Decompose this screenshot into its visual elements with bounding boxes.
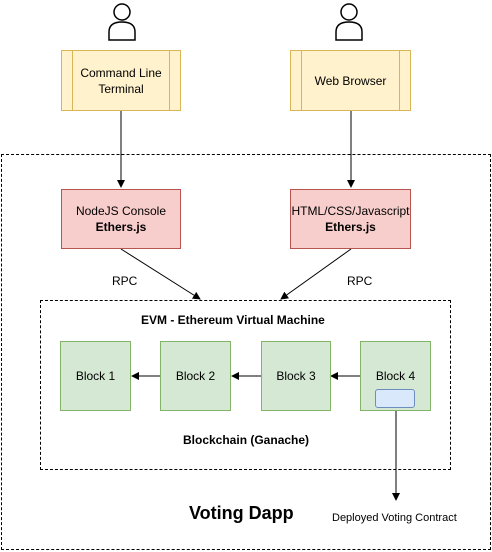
web-ethers-label: Ethers.js — [325, 220, 376, 234]
evm-title: EVM - Ethereum Virtual Machine — [141, 313, 325, 327]
block-2: Block 2 — [160, 341, 231, 411]
user-icon — [108, 3, 136, 41]
web-browser-label: Web Browser — [314, 73, 387, 88]
nodejs-console-label: NodeJS Console — [75, 204, 167, 218]
rpc-left-label: RPC — [112, 274, 138, 288]
command-line-terminal-box: Command Line Terminal — [61, 50, 181, 111]
dapp-title: Voting Dapp — [189, 503, 294, 523]
blockchain-caption: Blockchain (Ganache) — [183, 433, 310, 447]
html-css-javascript-box: HTML/CSS/Javascript Ethers.js — [290, 189, 411, 249]
deployed-contract-label: Deployed Voting Contract — [332, 512, 457, 524]
block-3: Block 3 — [261, 341, 331, 411]
user-icon — [335, 3, 363, 41]
dapp-boundary — [1, 154, 491, 550]
html-css-javascript-label: HTML/CSS/Javascript — [291, 204, 410, 218]
block-1: Block 1 — [60, 341, 131, 411]
command-line-terminal-label: Command Line Terminal — [80, 65, 162, 96]
rpc-right-label: RPC — [347, 274, 373, 288]
block-1-label: Block 1 — [75, 369, 116, 383]
web-to-evm-arrow — [280, 248, 352, 300]
nodejs-ethers-label: Ethers.js — [95, 220, 147, 234]
block-2-label: Block 2 — [175, 369, 216, 383]
evm-boundary — [40, 300, 451, 470]
node-to-evm-arrow — [120, 248, 201, 300]
voting-contract-box — [375, 389, 415, 408]
block-4-label: Block 4 — [375, 369, 416, 383]
nodejs-console-box: NodeJS Console Ethers.js — [61, 189, 181, 249]
block-3-label: Block 3 — [276, 369, 316, 383]
web-browser-box: Web Browser — [290, 50, 411, 111]
